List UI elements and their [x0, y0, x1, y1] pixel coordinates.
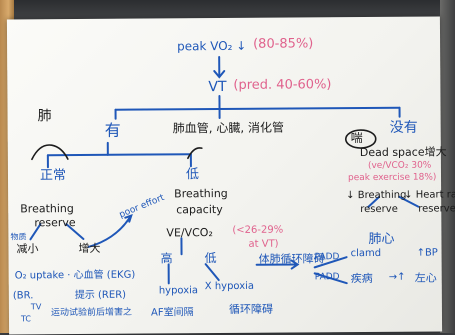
lung-heart-label: 肺心	[368, 233, 394, 246]
rer-label: 提示 (RER)	[75, 291, 126, 301]
circulation-label: 循环障碍	[229, 304, 273, 315]
disease-label: 疾病	[351, 273, 373, 284]
o2-uptake-label: O₂ uptake · 心血管 (EKG)	[15, 271, 136, 282]
arrow-right-label: →↑	[389, 273, 406, 283]
background-right	[440, 0, 455, 333]
reserve-right: reserve	[360, 205, 398, 215]
main-branch-line	[116, 108, 400, 110]
peak-vo2-label: peak VO₂ ↓	[177, 40, 246, 52]
up-bp-label: ↑BP	[417, 249, 438, 259]
vessel-heart-label: 肺血管, 心臓, 消化管	[173, 122, 284, 135]
increase-label: 增大	[78, 243, 100, 254]
ve-vco2-label: VE/VCO₂	[166, 227, 213, 238]
heart-reserve-label: reserve	[418, 204, 455, 214]
yes-branch-line	[48, 154, 191, 155]
clamd-label: clamd	[351, 249, 382, 259]
side-note: 物质	[10, 233, 26, 241]
low-label: 低	[186, 168, 199, 181]
whiteboard-paper: peak VO₂ ↓ (80-85%) VT (pred. 40-60%) 肺 …	[7, 16, 442, 334]
ve-vco2-range: (<26-29%	[232, 226, 283, 236]
af-label: AF室间隔	[151, 308, 194, 318]
ts-label: TC	[21, 315, 31, 323]
exercise-note: 运动试验前后增害之	[51, 309, 132, 319]
br-label: (BR.	[13, 291, 34, 301]
lung-label: 肺	[38, 109, 52, 123]
left-heart-label: 左心	[415, 273, 437, 284]
vt-pred-range: (pred. 40-60%)	[233, 78, 331, 92]
low2-label: 低	[205, 252, 217, 264]
peak-vo2-range: (80-85%)	[253, 37, 313, 50]
x-hypoxia-label: X hypoxia	[205, 282, 254, 292]
yes-label: 有	[105, 123, 121, 139]
none-label: 没有	[390, 121, 418, 135]
normal-label: 正常	[40, 169, 66, 182]
hypoxia-label: hypoxia	[159, 286, 198, 296]
breathing-reserve-right: ↓ Breathing	[346, 191, 406, 201]
breathing-reserve-title: Breathing	[20, 203, 74, 214]
heart-rate-label: ↓ Heart rate	[404, 190, 455, 200]
vt-label: VT	[208, 80, 226, 94]
tc-label: TV	[31, 303, 41, 311]
reserve-label: reserve	[34, 217, 75, 228]
lung-arc	[32, 145, 68, 159]
ve-ratio-line2: peak exercise 18%)	[348, 174, 436, 184]
at-vt-label: at VT)	[248, 240, 278, 250]
capacity-label: capacity	[176, 204, 223, 215]
high-label: 高	[161, 252, 173, 264]
padd2-label: PADD	[315, 273, 340, 282]
padd-label: PADD	[315, 253, 340, 262]
dead-space-label: Dead space增大	[360, 146, 447, 158]
ve-ratio-line1: (ve/VCO₂ 30%	[368, 162, 431, 171]
less-label: 减小	[16, 243, 38, 254]
breathing-capacity-title: Breathing	[174, 188, 228, 199]
circled-label: 喘	[351, 132, 363, 144]
